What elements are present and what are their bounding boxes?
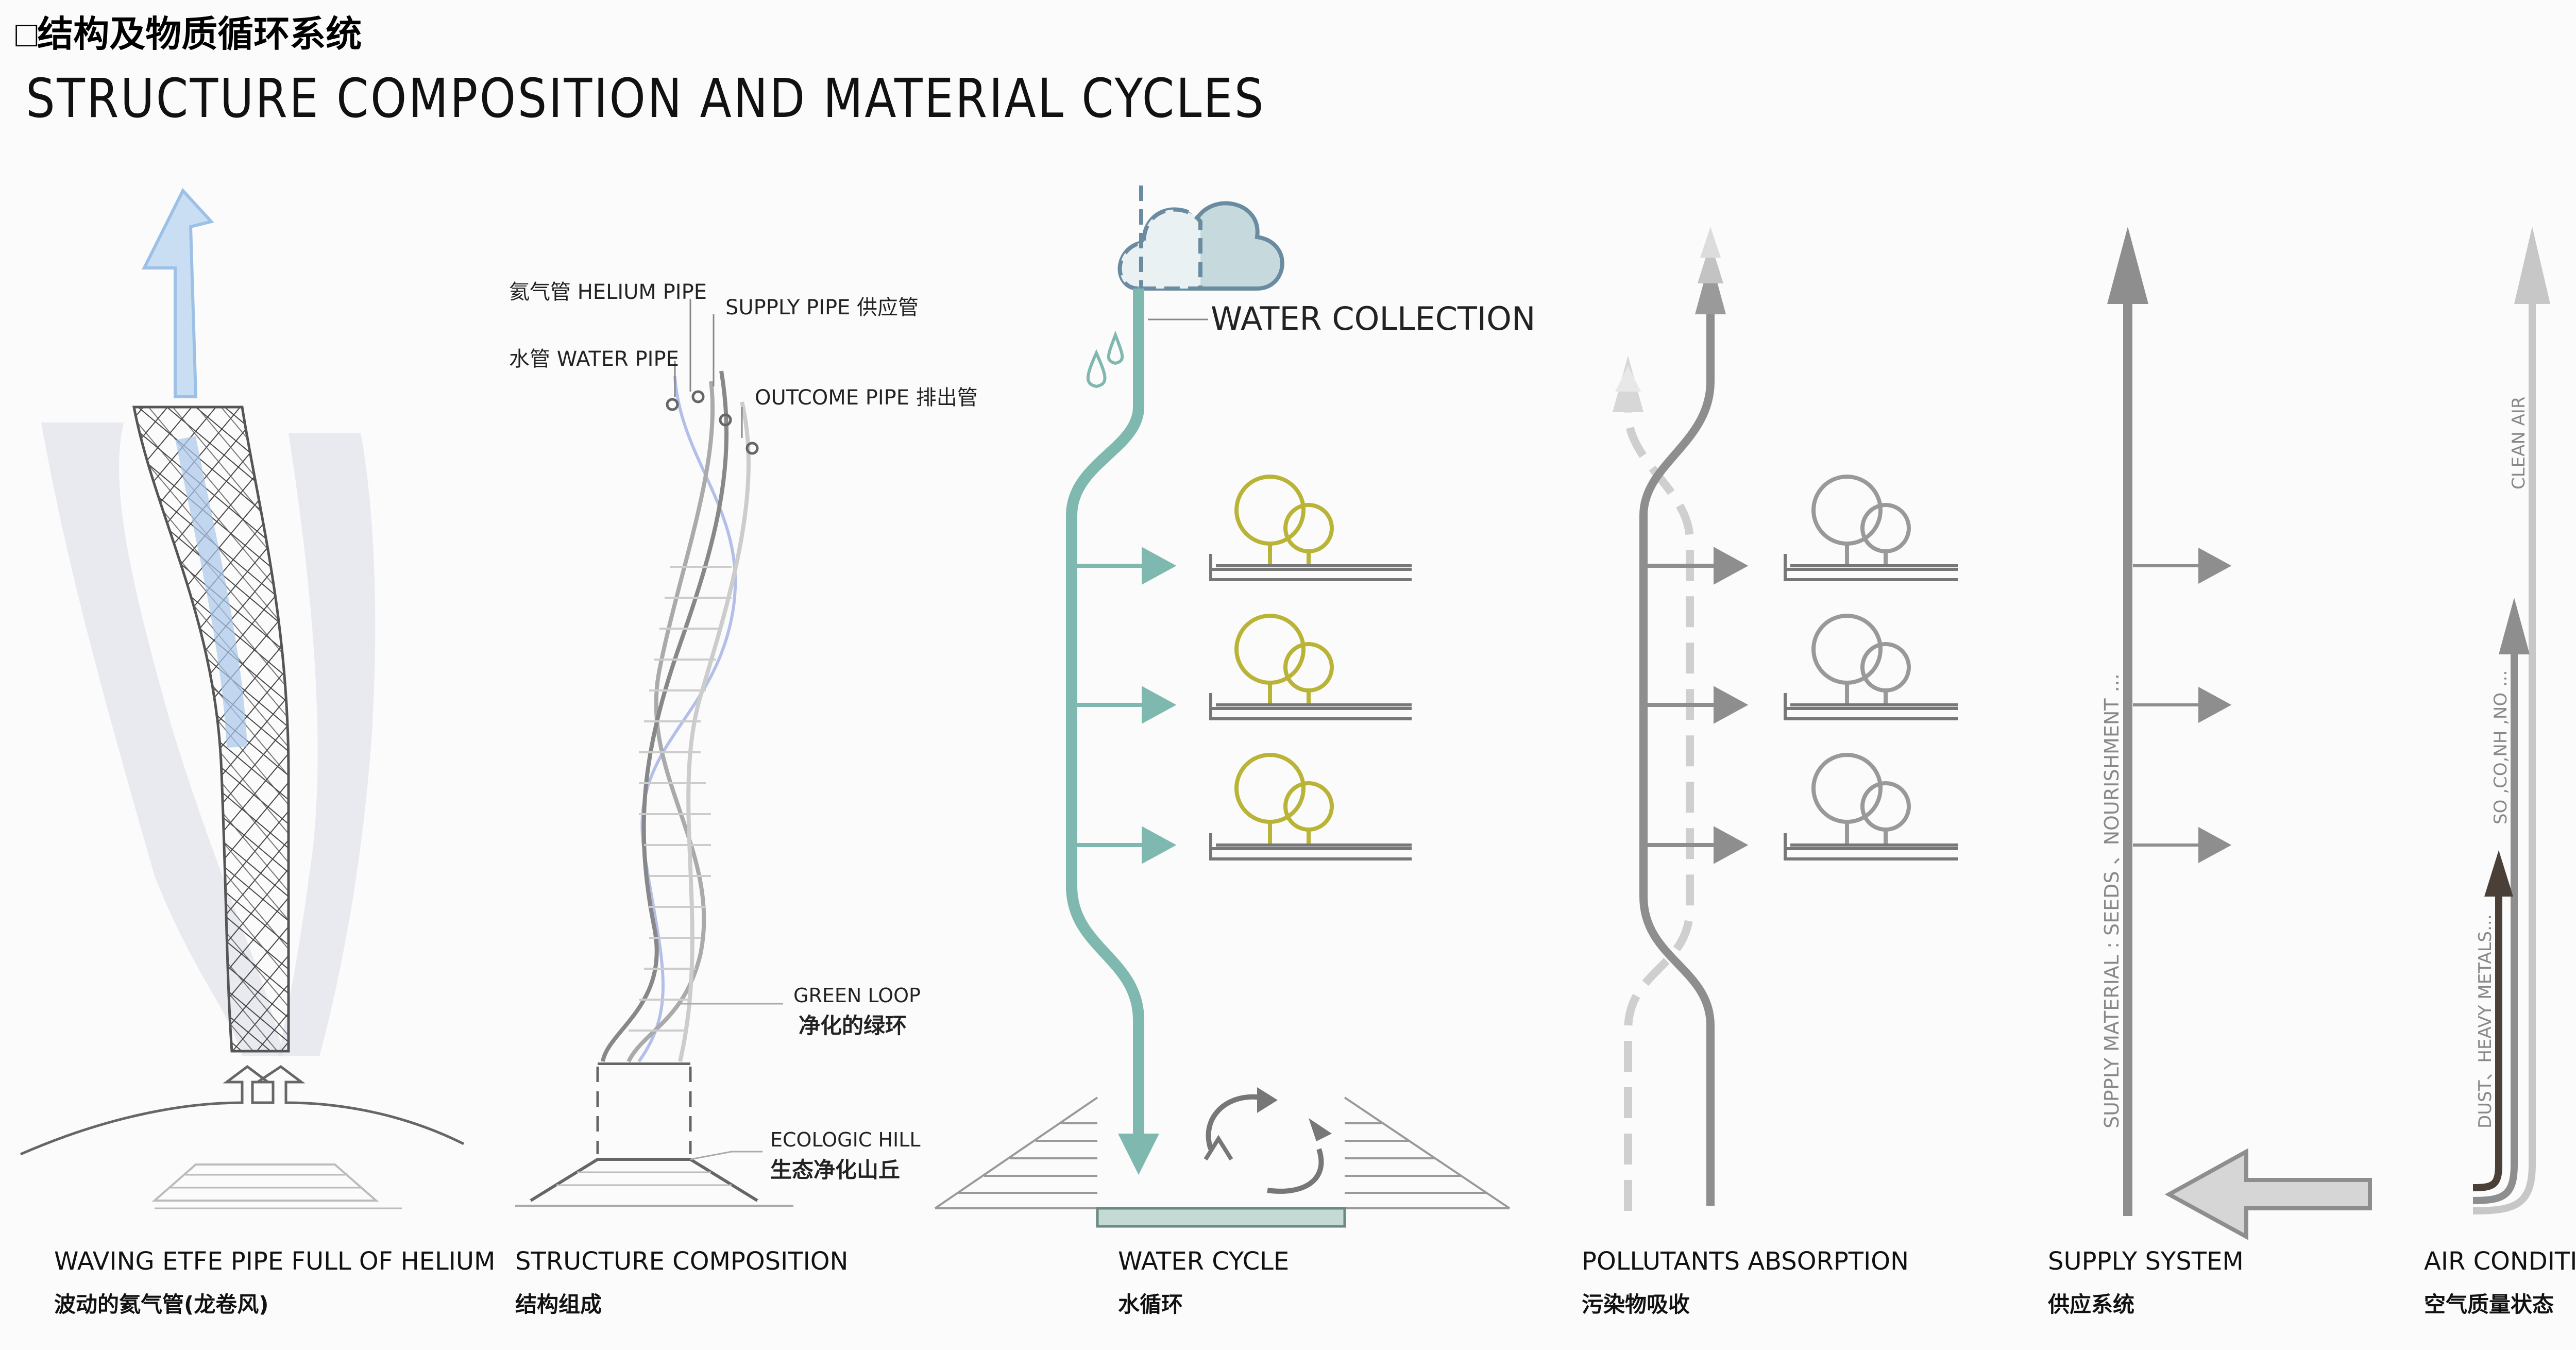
caption-en: STRUCTURE COMPOSITION	[515, 1247, 849, 1276]
caption-water-cycle: WATER CYCLE 水循环	[1118, 1247, 1289, 1319]
caption-supply: SUPPLY SYSTEM 供应系统	[2048, 1247, 2244, 1319]
caption-cn: 结构组成	[515, 1292, 602, 1317]
caption-air-condition: AIR CONDITION 空气质量状态	[2424, 1247, 2576, 1319]
caption-cn: 水循环	[1118, 1292, 1183, 1317]
caption-cn: 波动的氦气管(龙卷风)	[54, 1292, 269, 1317]
page-title-en: STRUCTURE COMPOSITION AND MATERIAL CYCLE…	[26, 67, 1266, 130]
caption-cn: 供应系统	[2048, 1292, 2135, 1317]
caption-en: SUPPLY SYSTEM	[2048, 1247, 2244, 1276]
ecologic-hill-label: ECOLOGIC HILL	[770, 1128, 921, 1151]
dust-text: DUST、HEAVY METALS...	[2475, 914, 2496, 1128]
green-loop-label-cn: 净化的绿环	[799, 1013, 907, 1038]
supply-pipe-label: SUPPLY PIPE 供应管	[725, 296, 919, 319]
supply-system-illustration: SUPPLY MATERIAL : SEEDS 、NOURISHMENT ...	[2100, 227, 2372, 1240]
caption-cn: 污染物吸收	[1582, 1292, 1690, 1317]
helium-pipe-label: 氦气管 HELIUM PIPE	[509, 280, 707, 304]
supply-material-text: SUPPLY MATERIAL : SEEDS 、NOURISHMENT ...	[2100, 673, 2123, 1128]
outcome-pipe-label: OUTCOME PIPE 排出管	[755, 386, 978, 410]
clean-air-text: CLEAN AIR	[2509, 396, 2529, 490]
caption-en: POLLUTANTS ABSORPTION	[1582, 1247, 1909, 1276]
gases-text: SO ,CO,NH ,NO ...	[2490, 670, 2511, 824]
caption-en: AIR CONDITION	[2424, 1247, 2576, 1276]
caption-cn: 空气质量状态	[2424, 1292, 2554, 1317]
caption-pollutants: POLLUTANTS ABSORPTION 污染物吸收	[1582, 1247, 1909, 1319]
caption-structure: STRUCTURE COMPOSITION 结构组成	[515, 1247, 848, 1319]
green-loop-label: GREEN LOOP	[793, 984, 921, 1007]
caption-helium-pipe: WAVING ETFE PIPE FULL OF HELIUM 波动的氦气管(龙…	[54, 1247, 495, 1319]
ecologic-hill-label-cn: 生态净化山丘	[770, 1157, 900, 1183]
helium-pipe-illustration	[20, 188, 465, 1209]
caption-en: WAVING ETFE PIPE FULL OF HELIUM	[54, 1247, 496, 1276]
page-title-cn: □结构及物质循环系统	[15, 14, 362, 54]
pollutants-illustration	[1613, 227, 1958, 1211]
water-collection-label: WATER COLLECTION	[1211, 300, 1535, 338]
structure-illustration: 氦气管 HELIUM PIPE SUPPLY PIPE 供应管 水管 WATER…	[509, 280, 978, 1207]
water-pipe-label: 水管 WATER PIPE	[509, 347, 679, 371]
water-cycle-illustration: WATER COLLECTION	[934, 185, 1535, 1228]
caption-en: WATER CYCLE	[1118, 1247, 1290, 1276]
air-condition-illustration: CLEAN AIR SO ,CO,NH ,NO ... DUST、HEAVY M…	[2472, 227, 2550, 1214]
